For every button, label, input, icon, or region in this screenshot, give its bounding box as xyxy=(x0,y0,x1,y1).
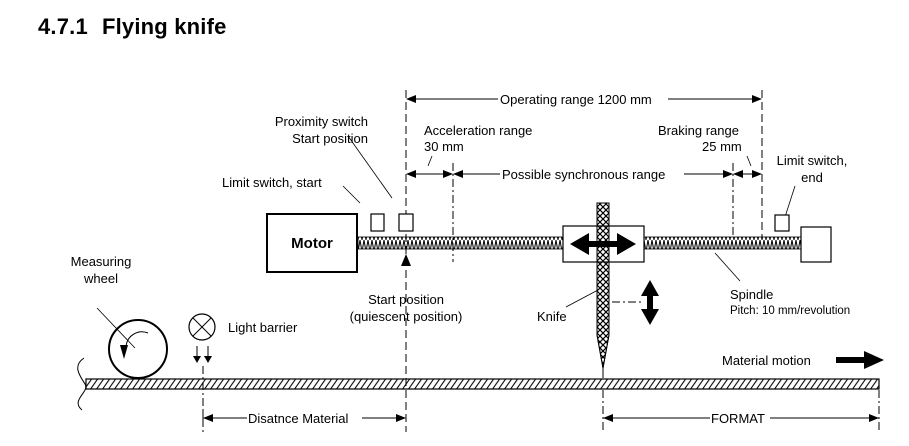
format-dimension: FORMAT xyxy=(603,411,879,426)
section-heading: 4.7.1 Flying knife xyxy=(38,14,227,40)
spindle xyxy=(357,236,802,250)
measuring-wheel: Measuring wheel xyxy=(71,254,168,379)
operating-range-dimension: Operating range 1200 mm xyxy=(406,92,762,107)
start-position-annotation: Start position (quiescent position) xyxy=(350,254,463,324)
acceleration-range-value: 30 mm xyxy=(424,139,464,154)
material xyxy=(77,357,880,411)
limit-switch-end-sublabel: end xyxy=(801,170,823,185)
limit-switch-end xyxy=(774,214,790,232)
section-title: Flying knife xyxy=(101,14,227,39)
format-label: FORMAT xyxy=(711,411,765,426)
proximity-switch-label: Proximity switch xyxy=(275,114,368,129)
measuring-wheel-label: Measuring xyxy=(71,254,132,269)
end-bearing xyxy=(800,226,832,263)
limit-switch-start-label: Limit switch, start xyxy=(222,175,322,190)
vertical-motion-arrow-icon xyxy=(612,280,659,325)
motor-label: Motor xyxy=(291,235,333,252)
start-position-sublabel: (quiescent position) xyxy=(350,309,463,324)
material-motion-indicator: Material motion xyxy=(722,351,884,369)
operating-range-label: Operating range 1200 mm xyxy=(500,92,652,107)
acceleration-range-label: Acceleration range xyxy=(424,123,532,138)
rotation-arrow-icon xyxy=(125,331,149,348)
distance-material-label: Disatnce Material xyxy=(248,411,349,426)
light-barrier-label: Light barrier xyxy=(228,320,298,335)
limit-switch-start-annotation: Limit switch, start xyxy=(222,175,361,204)
proximity-switch xyxy=(398,213,414,232)
knife-label: Knife xyxy=(537,309,567,324)
proximity-switch-sublabel: Start position xyxy=(292,131,368,146)
limit-switch-end-label: Limit switch, xyxy=(777,153,848,168)
limit-switch-end-annotation: Limit switch, end xyxy=(777,153,848,221)
spindle-annotation: Spindle Pitch: 10 mm/revolution xyxy=(714,252,850,317)
acceleration-range-dimension: Acceleration range 30 mm xyxy=(406,123,532,178)
material-break-icon xyxy=(77,357,87,411)
spindle-label: Spindle xyxy=(730,287,773,302)
braking-range-value: 25 mm xyxy=(702,139,742,154)
braking-range-label: Braking range xyxy=(658,123,739,138)
limit-switch-start xyxy=(370,213,385,232)
braking-range-dimension: Braking range 25 mm xyxy=(658,123,762,178)
motor: Motor xyxy=(266,213,358,273)
synchronous-range-dimension: Possible synchronous range xyxy=(453,167,733,182)
material-motion-arrow-icon xyxy=(836,351,884,369)
horizontal-motion-arrow-icon xyxy=(570,233,636,255)
proximity-switch-annotation: Proximity switch Start position xyxy=(275,114,393,199)
knife-annotation: Knife xyxy=(537,289,599,324)
start-position-arrow-icon xyxy=(401,254,411,266)
start-position-label: Start position xyxy=(368,292,444,307)
distance-material-dimension: Disatnce Material xyxy=(202,409,406,426)
light-beam-arrows-icon xyxy=(193,346,212,363)
measuring-wheel-sublabel: wheel xyxy=(83,271,118,286)
material-motion-label: Material motion xyxy=(722,353,811,368)
knife xyxy=(596,202,610,378)
light-barrier: Light barrier xyxy=(188,313,298,363)
spindle-pitch-label: Pitch: 10 mm/revolution xyxy=(730,305,850,317)
synchronous-range-label: Possible synchronous range xyxy=(502,167,665,182)
section-number: 4.7.1 xyxy=(38,14,88,39)
